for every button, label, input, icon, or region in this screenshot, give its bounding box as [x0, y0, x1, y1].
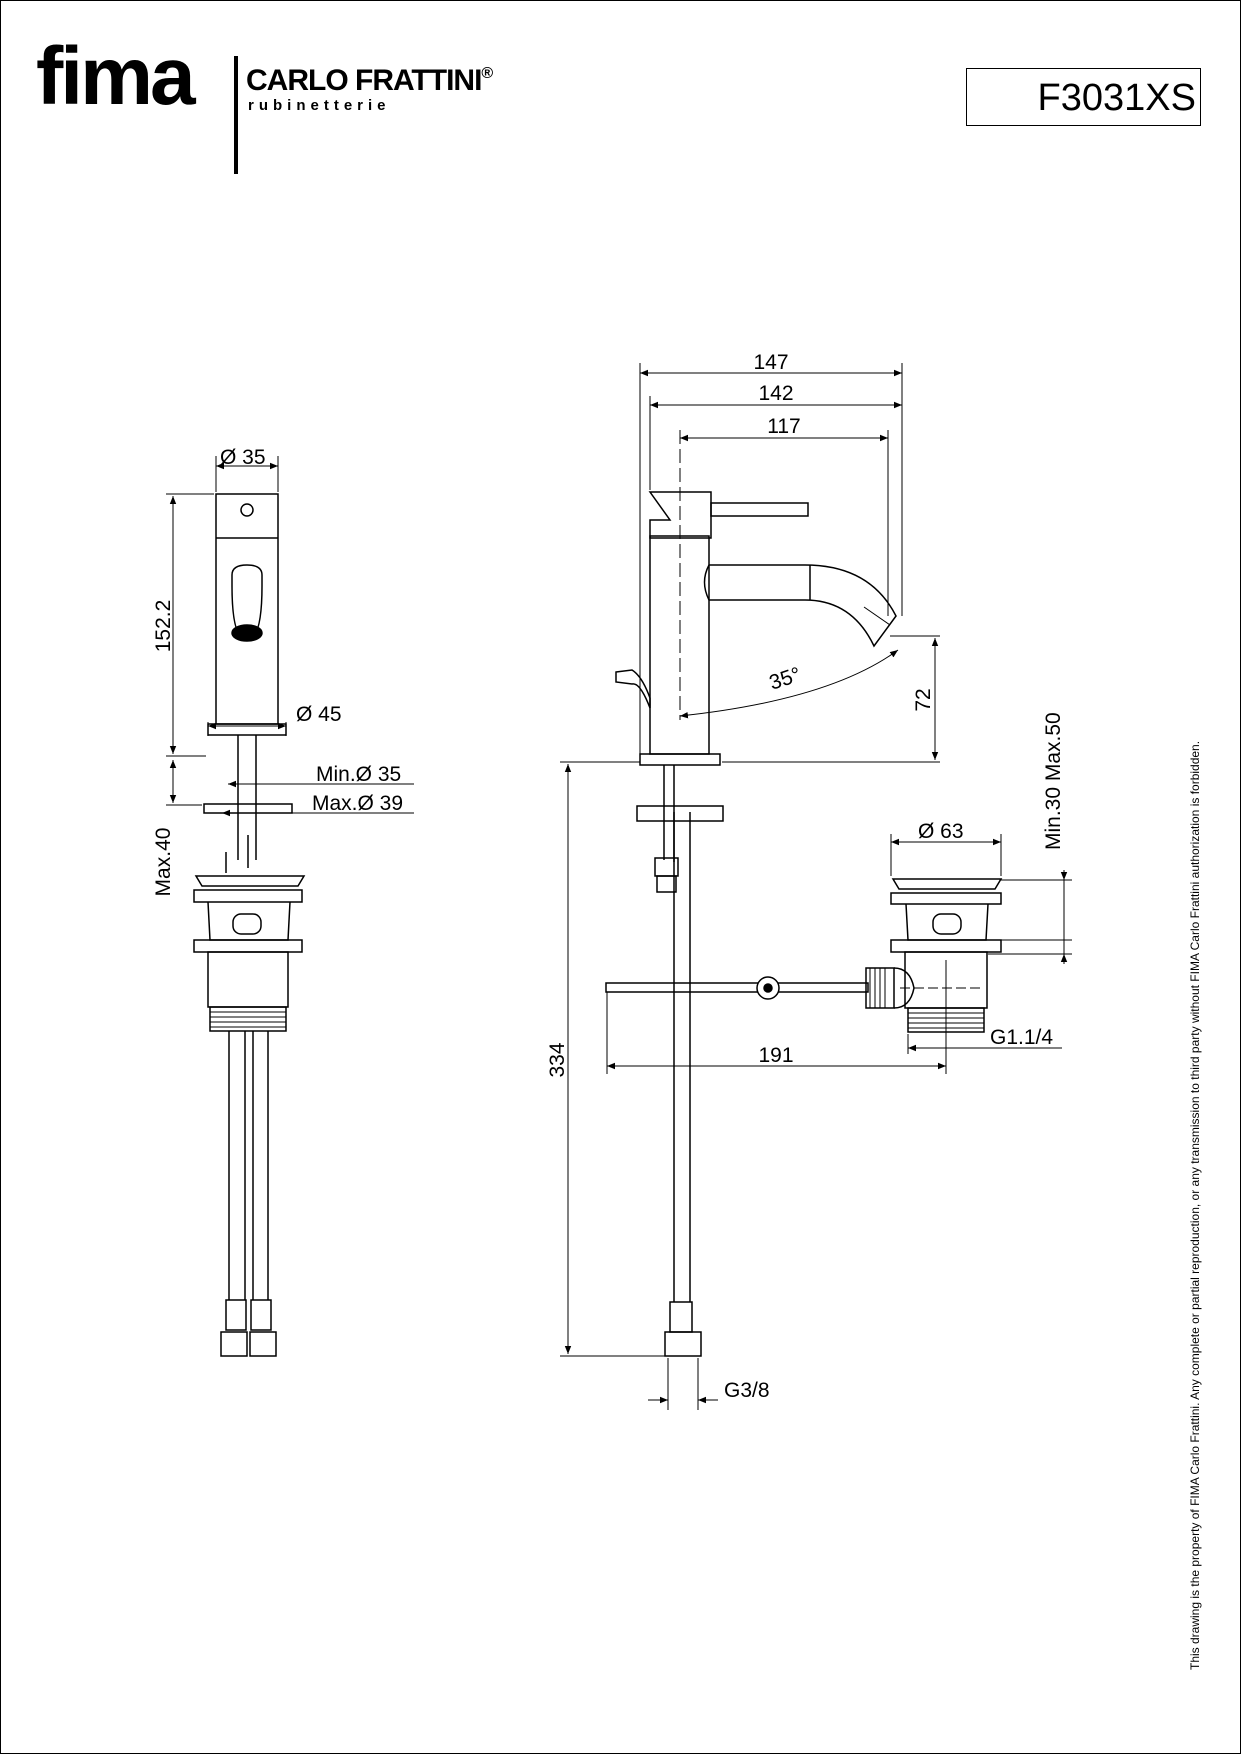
label-hole-min: Min.Ø 35: [316, 763, 401, 786]
front-washer: [203, 803, 293, 814]
product-code: F3031XS: [1037, 77, 1196, 119]
product-code-box: F3031XS: [966, 68, 1201, 126]
side-lever-head: [648, 491, 712, 539]
popup-rod: [605, 982, 869, 993]
label-334: 334: [546, 1042, 569, 1077]
angle-arc-35: [679, 649, 899, 719]
label-191: 191: [758, 1044, 793, 1067]
logo-subtitle: rubinetterie: [248, 97, 391, 114]
side-labels: 147 142 117 35° 72 334 G3/8 Ø 63 Min.30 …: [546, 351, 1065, 1402]
front-waste-thread: [209, 1006, 287, 1032]
side-hose-nut: [664, 1331, 702, 1357]
label-deck-max: Max.40: [152, 828, 175, 897]
logo-divider: [234, 56, 238, 174]
side-waste-cap: [891, 878, 1003, 890]
label-dia-35: Ø 35: [220, 446, 266, 469]
front-view: [166, 456, 414, 1357]
label-height-152: 152.2: [152, 600, 175, 653]
side-hose-fitting: [669, 1301, 693, 1333]
label-72: 72: [912, 688, 935, 711]
logo-wordmark: fima: [36, 31, 196, 122]
label-142: 142: [758, 382, 793, 405]
label-g38: G3/8: [724, 1379, 770, 1402]
front-hose-nut-left: [220, 1331, 248, 1357]
front-hose-fitting-left: [225, 1299, 247, 1331]
front-waste-body: [207, 951, 289, 1008]
logo-brand-text: CARLO FRATTINI: [246, 64, 482, 97]
logo-brand-name: CARLO FRATTINI®: [246, 64, 493, 97]
side-spout: [709, 564, 897, 648]
label-dia-45: Ø 45: [296, 703, 342, 726]
side-washer: [636, 805, 724, 822]
side-lever-handle: [710, 502, 809, 517]
label-g114: G1.1/4: [990, 1026, 1053, 1049]
front-waste-cap: [194, 875, 306, 887]
label-hole-max: Max.Ø 39: [312, 792, 403, 815]
registered-mark: ®: [481, 65, 493, 82]
front-labels: Ø 35 152.2 Ø 45 Min.Ø 35 Max.Ø 39 Max.40: [152, 446, 403, 896]
label-dia-63: Ø 63: [918, 820, 964, 843]
front-lever-pin: [240, 503, 254, 517]
front-dim-lines: [166, 456, 414, 817]
label-angle-35: 35°: [766, 663, 803, 695]
side-dim-lines: [560, 363, 1072, 1410]
label-min-max: Min.30 Max.50: [1042, 712, 1065, 850]
label-147: 147: [753, 351, 788, 374]
front-hose-nut-right: [249, 1331, 277, 1357]
copyright-notice: This drawing is the property of FIMA Car…: [1188, 740, 1202, 1670]
label-117: 117: [767, 415, 800, 438]
front-hose-fitting-right: [250, 1299, 272, 1331]
side-base-flange: [639, 753, 721, 766]
front-tap-body: [215, 493, 279, 725]
side-view: [560, 363, 1072, 1410]
side-popup-lever: [615, 669, 651, 709]
